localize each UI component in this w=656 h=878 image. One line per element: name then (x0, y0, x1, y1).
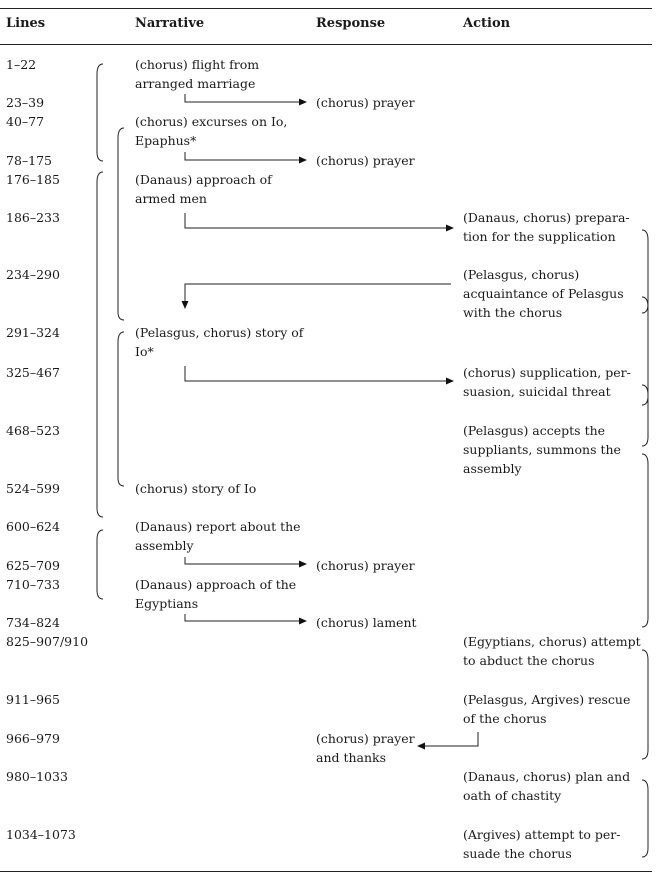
action-entry: (Danaus, chorus) prepara- tion for the s… (463, 210, 630, 244)
line-range: 291–324 (6, 325, 60, 340)
line-range: 186–233 (6, 210, 60, 225)
line-range: 325–467 (6, 365, 60, 380)
narrative-entry: (Pelasgus, chorus) story of Io* (135, 325, 304, 359)
bracket-right (641, 384, 649, 447)
line-range: 625–709 (6, 558, 60, 573)
action-entry: (Pelasgus) accepts the suppliants, summo… (463, 423, 621, 476)
action-entry: (Egyptians, chorus) attempt to abduct th… (463, 634, 641, 668)
bracket-left (96, 171, 104, 518)
line-range: 710–733 (6, 577, 60, 592)
bracket-right (641, 229, 649, 314)
narrative-entry: (chorus) story of Io (135, 481, 257, 496)
arrow (184, 614, 307, 625)
arrow (417, 732, 479, 750)
bracket-right (641, 296, 649, 406)
action-entry: (chorus) supplication, per- suasion, sui… (463, 365, 631, 399)
header-narrative: Narrative (135, 16, 205, 31)
action-entry: (Pelasgus, Argives) rescue of the chorus (463, 692, 631, 726)
line-range: 176–185 (6, 172, 60, 187)
bracket-right (641, 779, 649, 858)
line-range: 524–599 (6, 481, 60, 496)
bracket-left (96, 63, 104, 162)
line-range: 78–175 (6, 153, 53, 168)
response-entry: (chorus) lament (316, 615, 417, 630)
line-range: 825–907/910 (6, 634, 89, 649)
arrow (184, 557, 307, 568)
line-range: 40–77 (6, 114, 45, 129)
action-entry: (Danaus, chorus) plan and oath of chasti… (463, 769, 631, 803)
narrative-entry: (Danaus) report about the assembly (135, 519, 301, 553)
line-range: 468–523 (6, 423, 60, 438)
line-range: 1–22 (6, 57, 37, 72)
line-range: 600–624 (6, 519, 60, 534)
header-action: Action (463, 16, 511, 31)
line-range: 734–824 (6, 615, 60, 630)
bracket-left (117, 127, 125, 321)
narrative-entry: (chorus) excurses on Io, Epaphus* (135, 114, 288, 148)
bracket-right (641, 453, 649, 628)
arrow (184, 213, 454, 232)
header-response: Response (316, 16, 386, 31)
line-range: 1034–1073 (6, 827, 76, 842)
line-range: 911–965 (6, 692, 60, 707)
narrative-entry: (Danaus) approach of armed men (135, 172, 272, 206)
action-entry: (Argives) attempt to per- suade the chor… (463, 827, 621, 861)
line-range: 966–979 (6, 731, 60, 746)
header-lines: Lines (6, 16, 46, 31)
narrative-entry: (Danaus) approach of the Egyptians (135, 577, 297, 611)
top-rule (0, 8, 652, 9)
bracket-right (641, 649, 649, 760)
arrow (181, 283, 451, 309)
bottom-rule (0, 871, 652, 872)
arrow (184, 152, 307, 164)
header-rule (0, 44, 652, 45)
response-entry: (chorus) prayer and thanks (316, 731, 415, 765)
narrative-entry: (chorus) flight from arranged marriage (135, 57, 260, 91)
response-entry: (chorus) prayer (316, 558, 415, 573)
arrow (184, 366, 454, 385)
line-range: 234–290 (6, 267, 60, 282)
response-entry: (chorus) prayer (316, 95, 415, 110)
action-entry: (Pelasgus, chorus) acquaintance of Pelas… (463, 267, 624, 320)
line-range: 23–39 (6, 95, 45, 110)
bracket-left (96, 529, 104, 600)
arrow (184, 94, 307, 106)
bracket-left (117, 331, 125, 487)
response-entry: (chorus) prayer (316, 153, 415, 168)
line-range: 980–1033 (6, 769, 68, 784)
